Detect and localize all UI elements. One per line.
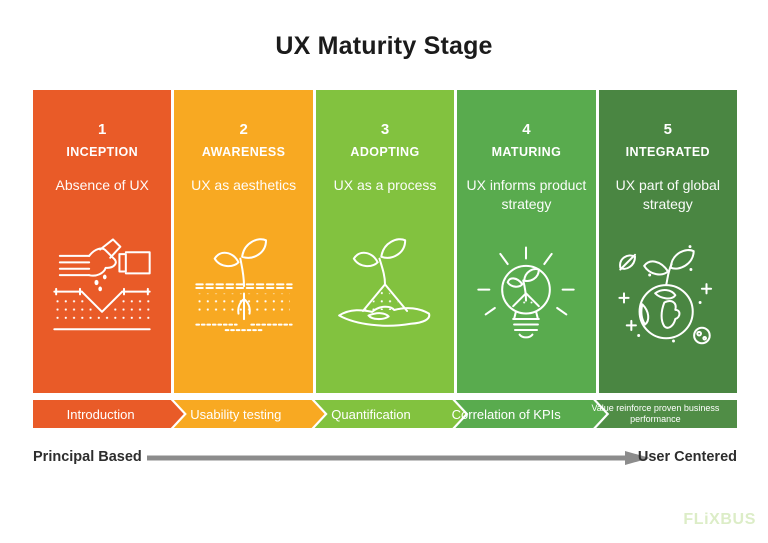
banner-labels: Introduction Usability testing Quantific… <box>33 400 737 428</box>
globe-sprout-icon <box>618 245 712 345</box>
stage-icon-wrap <box>471 214 581 393</box>
stage-column-awareness: 2 AWARENESS UX as aesthetics <box>174 90 313 393</box>
maturity-axis: Principal Based User Centered <box>33 448 737 468</box>
banner-label: Introduction <box>66 406 135 422</box>
lightbulb-sprout-icon <box>477 246 576 339</box>
banner-chevron-3 <box>314 400 466 428</box>
stage-name: INCEPTION <box>66 145 139 159</box>
flixbus-logo: FLiXBUS <box>683 511 756 528</box>
stage-name: MATURING <box>491 145 562 159</box>
stage-icon-wrap <box>330 195 440 393</box>
sprout-with-roots-icon <box>194 238 293 332</box>
stage-column-inception: 1 INCEPTION Absence of UX <box>33 90 172 393</box>
hand-sowing-seeds-icon <box>53 238 151 331</box>
stage-icon-wrap <box>613 214 723 393</box>
stage-number: 1 <box>98 121 107 138</box>
banner-label: Quantification <box>331 406 411 422</box>
banner-chevron-1 <box>33 400 184 428</box>
stage-columns: 1 INCEPTION Absence of UX <box>33 90 738 393</box>
banner-chevrons <box>33 400 737 428</box>
stage-icon-wrap <box>189 195 299 393</box>
stage-description: UX as aesthetics <box>191 177 297 193</box>
banner-label: Usability testing <box>190 406 282 422</box>
stage-description: UX informs product strategy <box>466 177 587 212</box>
banner-chevron-5 <box>596 400 737 428</box>
stage-number: 3 <box>380 121 390 138</box>
stage-icon-wrap <box>47 195 157 393</box>
stage-name: INTEGRATED <box>625 145 710 159</box>
stage-column-maturing: 4 MATURING UX informs product strategy <box>457 90 596 393</box>
banner-chevron-2 <box>173 400 325 428</box>
stage-column-integrated: 5 INTEGRATED UX part of global strategy <box>598 90 738 393</box>
right-arrow-icon <box>147 451 650 465</box>
stage-number: 2 <box>239 121 248 138</box>
banner-label: Correlation of KPIs <box>451 406 561 422</box>
banner-chevron-4 <box>455 400 607 428</box>
stage-description: UX part of global strategy <box>615 177 720 212</box>
stage-column-adopting: 3 ADOPTING UX as a process <box>315 90 455 393</box>
banner-label: Value reinforce proven business performa… <box>591 403 720 424</box>
page-title: UX Maturity Stage <box>275 32 493 60</box>
stage-description: Absence of UX <box>55 177 149 193</box>
sprout-in-hand-icon <box>338 238 431 327</box>
stage-description: UX as a process <box>333 177 437 193</box>
axis-left-label: Principal Based <box>33 449 142 465</box>
axis-right-label: User Centered <box>637 449 737 465</box>
banner-chevron-row: Introduction Usability testing Quantific… <box>33 400 737 428</box>
stage-name: ADOPTING <box>350 145 420 159</box>
stage-number: 5 <box>663 121 672 138</box>
stage-number: 4 <box>522 121 531 138</box>
stage-name: AWARENESS <box>201 145 286 159</box>
